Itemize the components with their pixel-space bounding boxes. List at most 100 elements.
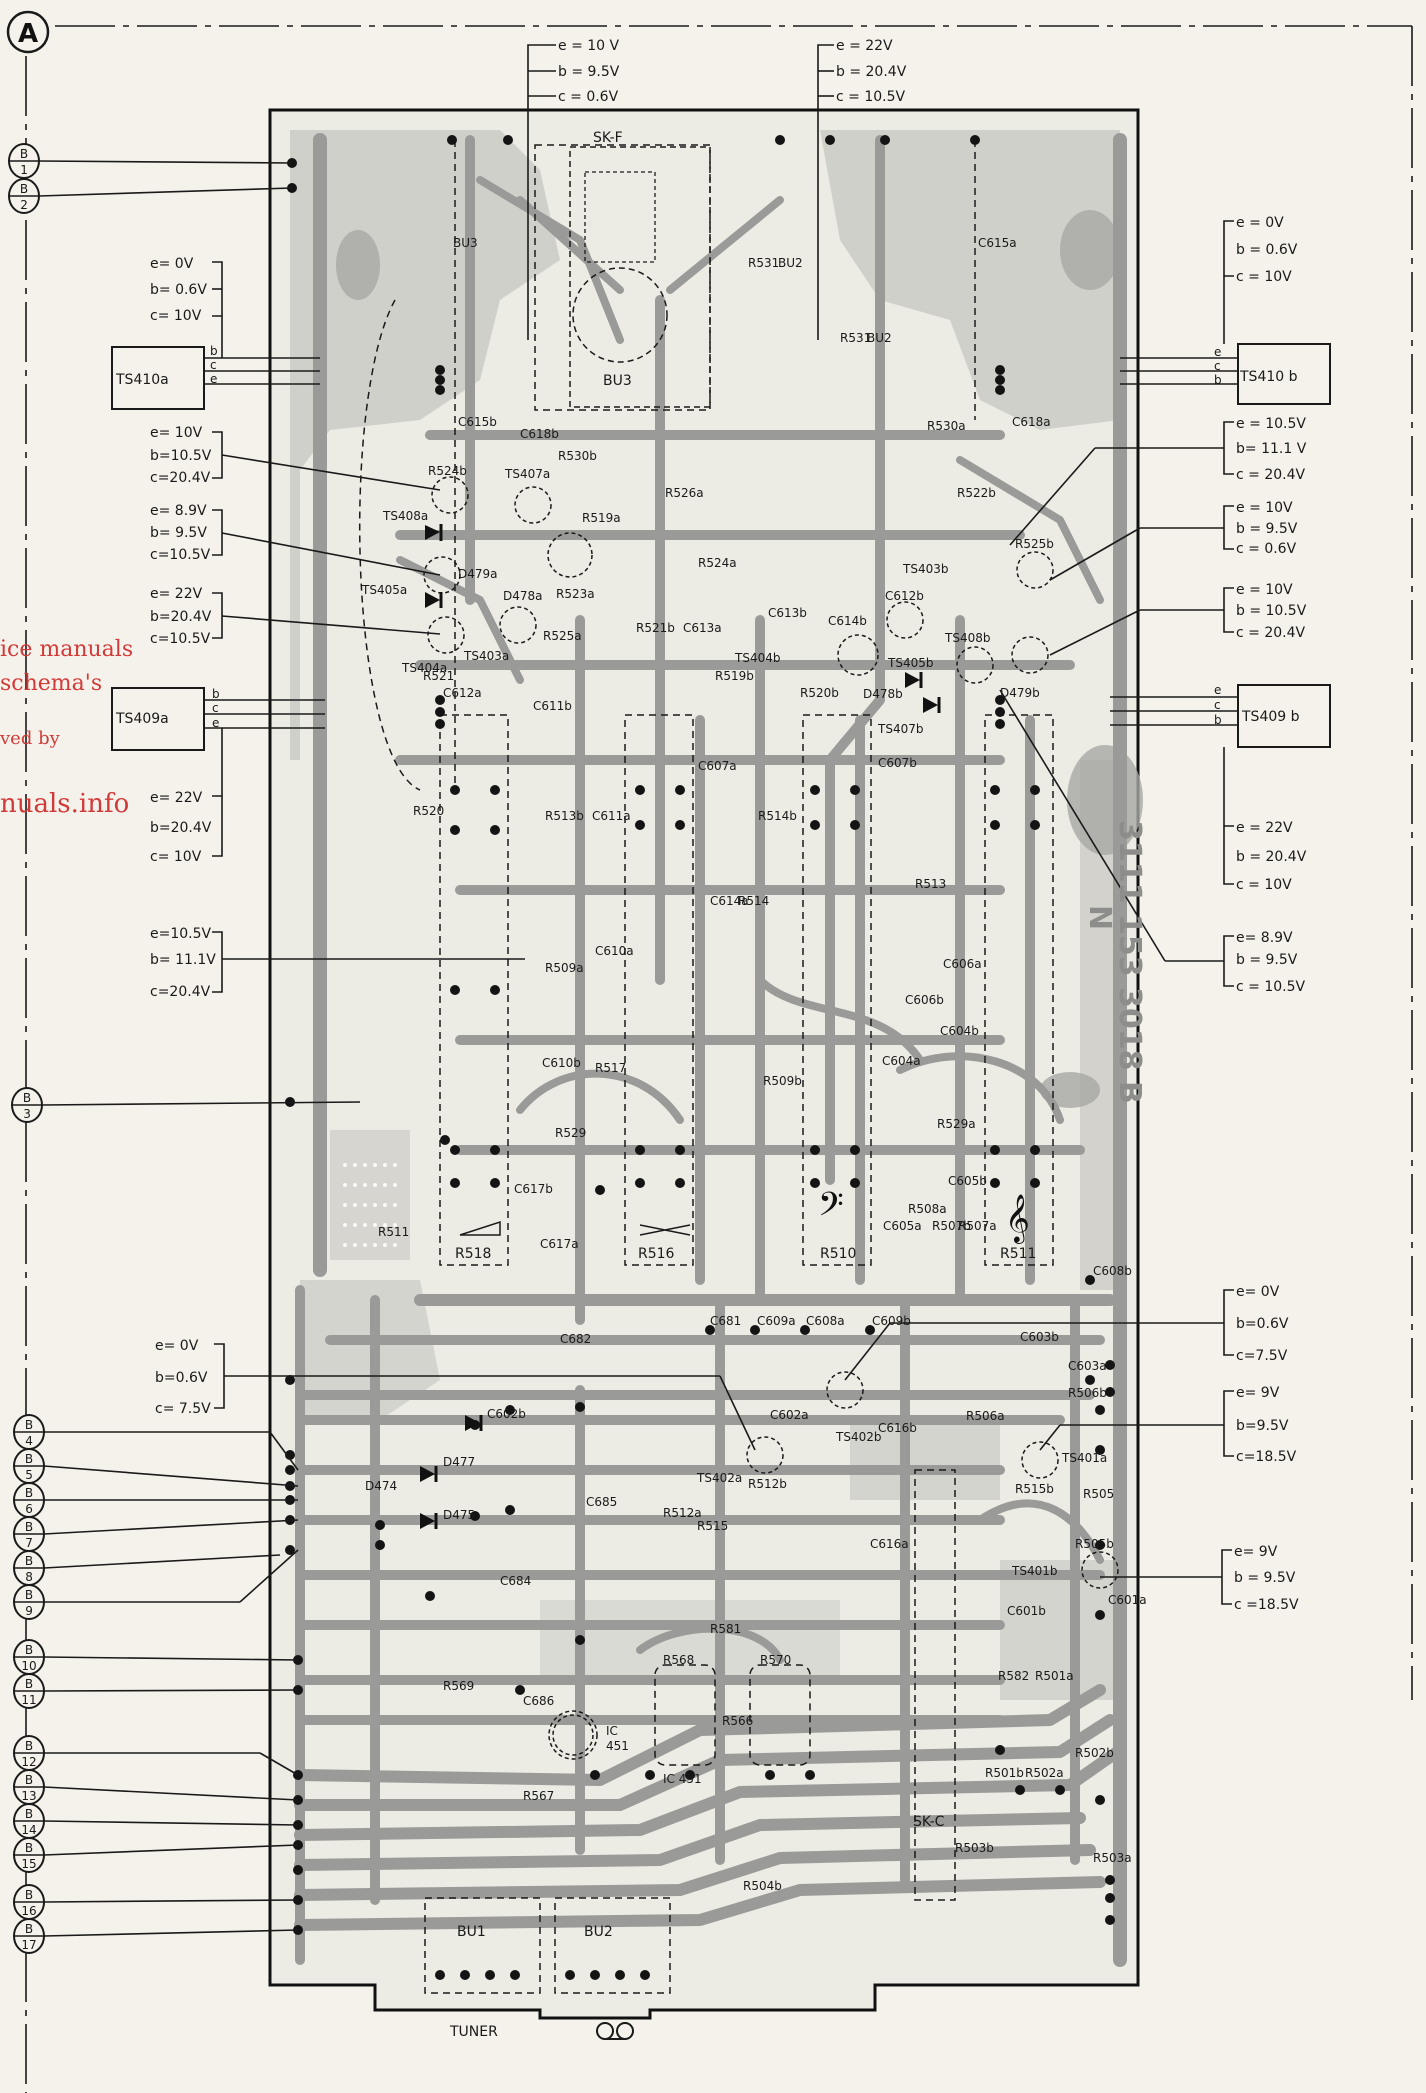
connector-b17-top: B	[25, 1922, 33, 1936]
socket-bu3-label: BU3	[603, 373, 632, 389]
comp-c608b: C609b	[872, 1314, 911, 1328]
connector-b4: B 4	[13, 1414, 45, 1450]
socket-bu2-label: BU2	[584, 1924, 613, 1940]
voltage-block-r8: e= 9V b=9.5V c=18.5V	[1039, 1385, 1297, 1465]
comp-c614b: C613b	[768, 606, 807, 620]
voltage-l6-e: e=10.5V	[150, 926, 212, 942]
voltage-r8-e: e= 9V	[1236, 1385, 1280, 1401]
connector-b14-num: 14	[21, 1823, 36, 1837]
voltage-block-r5: e = 22V b = 20.4V c = 10V	[1223, 747, 1307, 893]
solder-pads	[285, 135, 1115, 1980]
comp-c617b: R529	[555, 1126, 586, 1140]
comp-ts407b: D479b	[1000, 686, 1040, 700]
comp-r532-b: R531	[840, 331, 871, 345]
tape-icon	[596, 2022, 634, 2040]
voltage-r9-e: e= 9V	[1234, 1544, 1278, 1560]
connector-b3: B 3	[11, 1087, 43, 1123]
voltage-top-left-b: b = 9.5V	[558, 64, 620, 80]
watermark-line-3: ved by	[0, 728, 61, 749]
comp-r519b: TS404b	[734, 651, 780, 665]
connector-b1: B 1	[8, 143, 40, 179]
comp-r503a: R502b	[1075, 1746, 1114, 1760]
voltage-r8-b: b=9.5V	[1236, 1418, 1289, 1434]
voltage-top-right-b: b = 20.4V	[836, 64, 907, 80]
comp-c604a: C606b	[905, 993, 944, 1007]
connector-b7-num: 7	[25, 1536, 33, 1550]
connector-b10: B 10	[13, 1639, 45, 1675]
board-code: 3111 153 3018 B N	[1082, 820, 1147, 1104]
voltage-r7-e: e= 0V	[1236, 1284, 1280, 1300]
voltage-top-left-e: e = 10 V	[558, 38, 620, 54]
comp-r532-a: R531	[748, 256, 779, 270]
ts409a-pin-1: b	[212, 687, 220, 701]
connector-b13-num: 13	[21, 1789, 36, 1803]
voltage-block-r4: e = 10V b = 10.5V c = 20.4V	[1049, 582, 1307, 656]
voltage-r6-e: e= 8.9V	[1236, 930, 1293, 946]
comp-r525b: TS403b	[902, 562, 948, 576]
comp-r512a: TS402a	[696, 1471, 742, 1485]
voltage-block-top-left: e = 10 V b = 9.5V c = 0.6V	[527, 38, 620, 340]
voltage-block-l4: e= 22V b=20.4V c=10.5V	[150, 586, 441, 647]
connector-b13-top: B	[25, 1773, 33, 1787]
voltage-block-l7: e= 0V b=0.6V c= 7.5V	[155, 1338, 756, 1451]
voltage-r9-c: c =18.5V	[1234, 1597, 1299, 1613]
connector-b6-top: B	[25, 1486, 33, 1500]
voltage-r6-b: b = 9.5V	[1236, 952, 1298, 968]
comp-r568: R581	[710, 1622, 741, 1636]
comp-c611b: C611a	[592, 809, 631, 823]
voltage-block-l6: e=10.5V b= 11.1V c=20.4V	[150, 926, 525, 1000]
comp-r513b: R514b	[758, 809, 797, 823]
comp-r502a: R501b	[985, 1766, 1024, 1780]
comp-c685: D474	[365, 1479, 397, 1493]
ts410a-box: TS410a b c e	[111, 344, 320, 410]
comp-c618a: C615b	[458, 415, 497, 429]
ts410a-pin-1: b	[210, 344, 218, 358]
comp-c609a: C681	[710, 1314, 741, 1328]
comp-d475: D477	[443, 1455, 475, 1469]
connector-b16-num: 16	[21, 1904, 36, 1918]
ts409a-pin-2: c	[212, 701, 219, 715]
voltage-r1-e: e = 0V	[1236, 215, 1284, 231]
comp-r501a: R582	[998, 1669, 1029, 1683]
connector-b16: B 16	[13, 1884, 45, 1920]
bottom-sockets: BU1 BU2 TUNER SK-C	[449, 1814, 945, 2040]
comp-r508a: R507a	[958, 1219, 997, 1233]
comp-c605b: R529a	[937, 1117, 976, 1131]
connector-b8: B 8	[13, 1550, 45, 1586]
connector-b17-num: 17	[21, 1938, 36, 1952]
comp-r508b: R507b	[932, 1219, 971, 1233]
comp-ts407a: R524b	[428, 464, 467, 478]
ts410b-pin-1: e	[1214, 345, 1221, 359]
connector-b3-top: B	[23, 1091, 31, 1105]
comp-c684: C685	[586, 1495, 617, 1509]
watermark-line-2: schema's	[0, 671, 102, 696]
potentiometers: R518 R516 R510 𝄢 R511 𝄞	[455, 1186, 1036, 1262]
voltage-block-r6: e= 8.9V b = 9.5V c = 10.5V	[999, 689, 1306, 995]
comp-r521: TS404a	[401, 661, 447, 675]
socket-sk-c-label: SK-C	[913, 1814, 945, 1830]
comp-ts403a: R525a	[543, 629, 582, 643]
voltage-block-r3: e = 10V b = 9.5V c = 0.6V	[1049, 500, 1298, 581]
comp-r506a: R506b	[1068, 1386, 1107, 1400]
connector-b2-num: 2	[20, 198, 28, 212]
ts409a-box: TS409a b c e	[111, 687, 325, 751]
component-labels: BU3 C615a C615b C618a C618b R530a R530b …	[361, 236, 1147, 1893]
voltage-block-r1: e = 0V b = 0.6V c = 10V	[1223, 215, 1298, 344]
comp-d478a: TS405a	[361, 583, 407, 597]
comp-ts408a: TS407a	[504, 467, 550, 481]
voltage-l2-b: b=10.5V	[150, 448, 212, 464]
ic-number: 451	[606, 1739, 629, 1753]
comp-c606a: R513	[915, 877, 946, 891]
connector-b10-num: 10	[21, 1659, 36, 1673]
comp-r530b: R530a	[927, 419, 966, 433]
voltage-l7-c: c= 7.5V	[155, 1401, 211, 1417]
ts409b-pin-3: b	[1214, 713, 1222, 727]
connector-b14: B 14	[13, 1803, 45, 1839]
tuner-label: TUNER	[449, 2024, 498, 2040]
socket-sk-f: SK-F BU3	[569, 130, 711, 408]
voltage-l2-e: e= 10V	[150, 425, 203, 441]
comp-c610b: C610a	[595, 944, 634, 958]
voltage-l3-b: b= 9.5V	[150, 525, 207, 541]
comp-c610a: R509a	[545, 961, 584, 975]
voltage-block-l2: e= 10V b=10.5V c=20.4V	[150, 425, 441, 491]
